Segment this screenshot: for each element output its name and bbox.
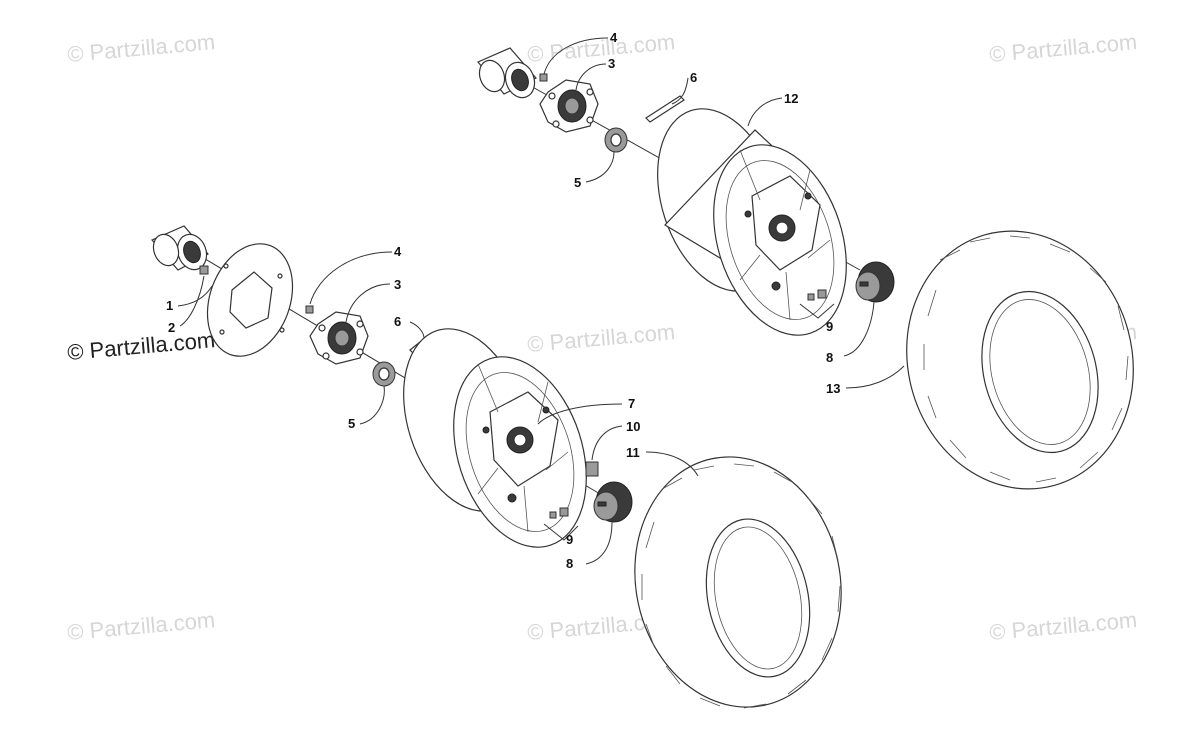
callout-3: 3: [608, 56, 615, 71]
callout-6: 6: [690, 70, 697, 85]
hub-upper: [539, 79, 599, 133]
rim-lower: [403, 328, 587, 548]
callout-8: 8: [566, 556, 573, 571]
tire-upper: [906, 230, 1134, 490]
callout-9: 9: [826, 319, 833, 334]
bearing-upper: [477, 47, 537, 99]
valve-upper: [807, 289, 827, 301]
callout-4: 4: [610, 30, 618, 45]
bearing-lower: [151, 225, 209, 271]
callout-6: 6: [394, 314, 401, 329]
callout-7: 7: [628, 396, 635, 411]
bolt-upper: [539, 73, 548, 82]
watermark: © Partzilla.com: [988, 29, 1138, 67]
lug-nut: [585, 461, 599, 477]
watermark: © Partzilla.com: [526, 29, 676, 67]
callout-1: 1: [166, 298, 173, 313]
nut-upper: [604, 127, 628, 153]
callout-3: 3: [394, 277, 401, 292]
callout-leaders: [177, 37, 905, 565]
callout-5: 5: [574, 175, 581, 190]
watermark: © Partzilla.com: [66, 607, 216, 645]
hub-cap-lower: [593, 481, 633, 523]
callout-12: 12: [784, 91, 798, 106]
bolt-lower-2: [305, 305, 314, 314]
brake-disc: [206, 243, 294, 357]
callout-labels: 4 3 6 12 5 4 3 6 1 2 5 7 10 11 9 8 9 8 1…: [166, 30, 840, 571]
callout-5: 5: [348, 416, 355, 431]
upper-assembly: [477, 47, 1134, 490]
callout-11: 11: [626, 445, 640, 460]
callout-9: 9: [566, 532, 573, 547]
watermark: © Partzilla.com: [526, 319, 676, 357]
hub-lower: [309, 311, 369, 365]
watermark-main: © Partzilla.com: [66, 327, 216, 365]
callout-2: 2: [168, 320, 175, 335]
hub-cap-upper: [855, 261, 895, 303]
lower-assembly: [151, 225, 842, 709]
rim-upper: [657, 108, 847, 336]
tire-lower: [634, 456, 842, 709]
watermark: © Partzilla.com: [66, 29, 216, 67]
bolt-lower: [199, 265, 209, 275]
callout-10: 10: [626, 419, 640, 434]
valve-lower: [549, 507, 569, 519]
callout-8: 8: [826, 350, 833, 365]
nut-lower: [372, 361, 396, 387]
callout-4: 4: [394, 244, 402, 259]
watermark: © Partzilla.com: [988, 607, 1138, 645]
callout-13: 13: [826, 381, 840, 396]
